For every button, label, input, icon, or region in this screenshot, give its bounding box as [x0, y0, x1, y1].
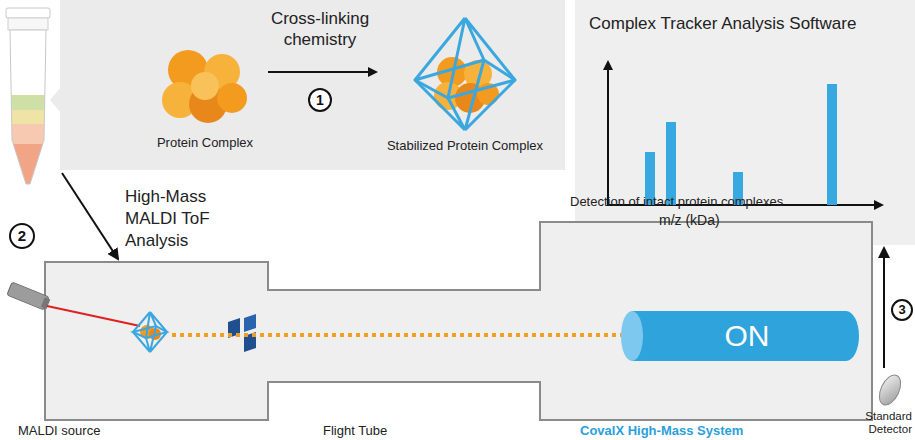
flight-tube: Flight Tube	[268, 290, 540, 382]
high-mass-detector: ON	[620, 310, 860, 362]
extraction-plate	[244, 314, 256, 332]
instrument-housing	[45, 222, 872, 420]
high-mass-chamber: Detection of intact protein complexesCov…	[540, 222, 872, 420]
edge-label: High-Mass MALDI ToF Analysis	[125, 186, 225, 252]
sample-tube	[0, 8, 60, 189]
node-sublabel: m/z (kDa)	[659, 211, 720, 229]
ion-beam	[172, 333, 622, 337]
node-label: Standard Detector	[860, 410, 912, 436]
maldi-source-chamber: MALDI source	[45, 262, 268, 420]
figure-caption: Stabilized Protein Complex	[385, 138, 545, 154]
standard-detector: Standard Detector	[860, 370, 912, 438]
stabilized-complex	[415, 18, 515, 130]
callout-number: 1	[308, 88, 332, 112]
flow-arrow	[883, 248, 885, 368]
node-label: MALDI source	[18, 423, 100, 439]
bar-chart	[607, 62, 882, 205]
node-label: Cross-linking chemistry	[260, 8, 380, 50]
callout-number: 2	[9, 223, 35, 249]
flow-arrow	[62, 173, 118, 259]
node-label: ON	[620, 310, 860, 362]
node-label: Flight Tube	[323, 423, 387, 439]
node-label: Complex Tracker Analysis Software	[589, 13, 856, 34]
protein-complex	[162, 50, 247, 123]
figure-caption: Protein Complex	[150, 135, 260, 151]
node-sublabel: CovalX High-Mass System	[580, 423, 743, 439]
process-arrow	[268, 71, 376, 73]
callout-number: 3	[891, 299, 913, 321]
node-label: Detection of intact protein complexes	[570, 194, 783, 210]
laser	[7, 282, 140, 326]
sample-crystal	[133, 312, 167, 352]
detector-disc	[860, 370, 912, 410]
panel-background	[50, 0, 565, 170]
